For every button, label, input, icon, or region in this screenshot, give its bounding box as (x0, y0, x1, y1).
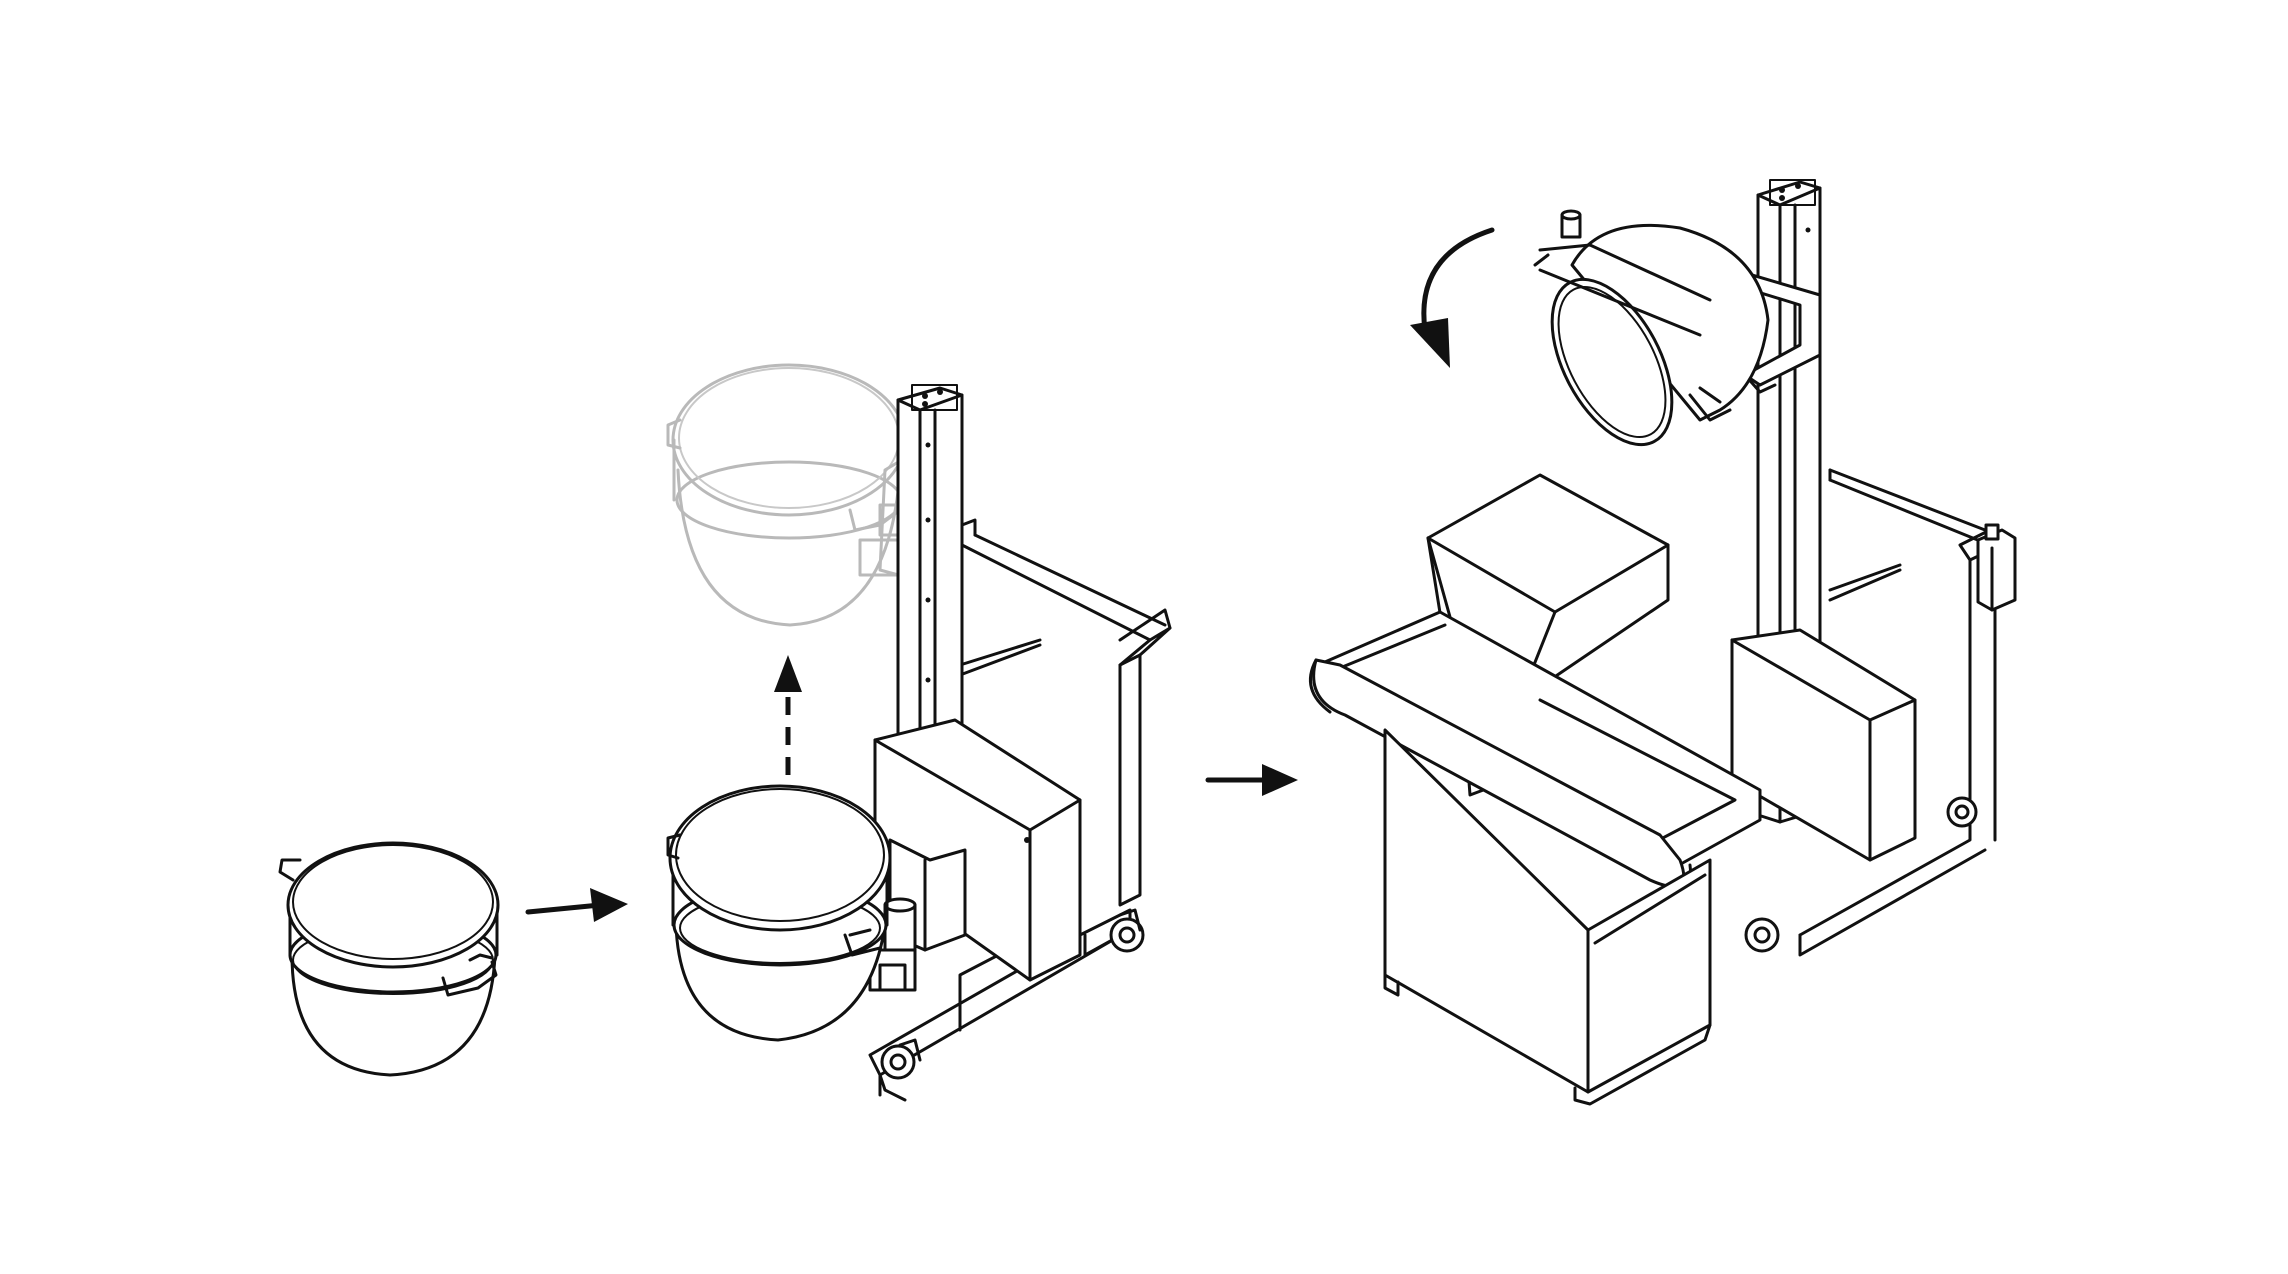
caster-front-icon (878, 1038, 922, 1102)
rotate-arrow-icon (1410, 227, 1495, 368)
arrow-right-icon-2 (1205, 764, 1298, 796)
bowl-lift-machine-icon (666, 363, 1172, 1102)
arrow-up-dashed-icon (774, 655, 802, 775)
caster-rear-icon (1109, 908, 1145, 953)
arrow-right-icon (525, 888, 628, 922)
mixing-bowl-icon (278, 841, 500, 1077)
bowl-dump-onto-conveyor-icon (1308, 179, 2017, 1106)
